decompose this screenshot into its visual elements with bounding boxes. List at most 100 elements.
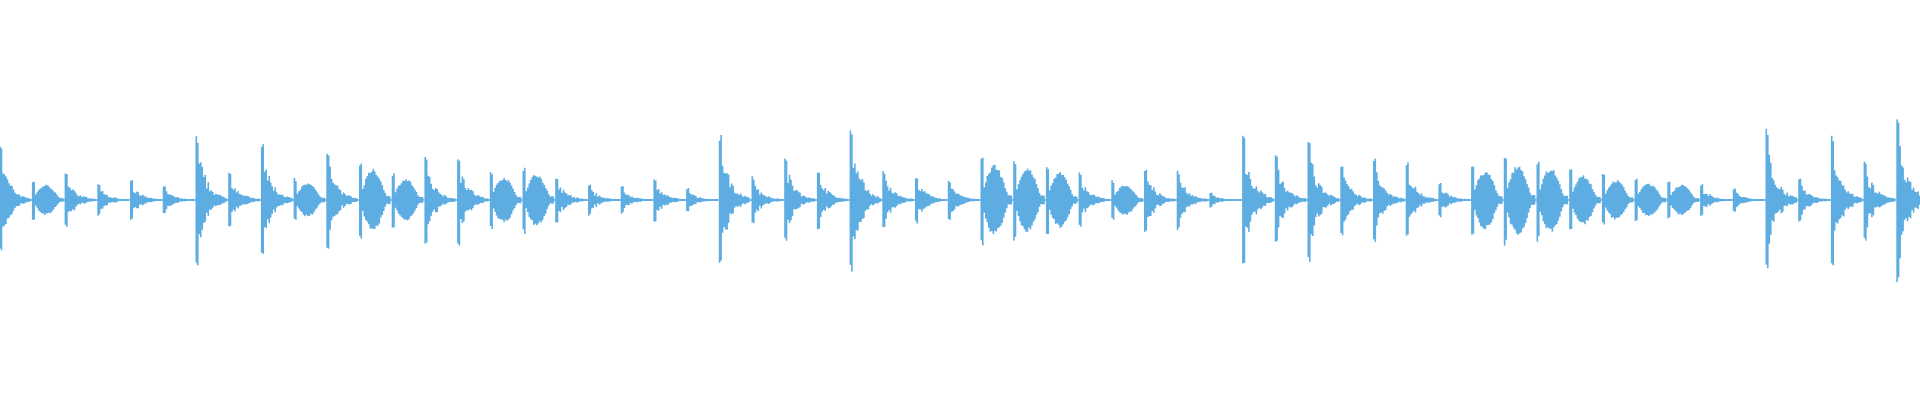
waveform-event-46 bbox=[1503, 157, 1536, 246]
waveform-bars bbox=[620, 186, 653, 214]
waveform-bars bbox=[1798, 178, 1830, 222]
waveform-bars bbox=[686, 188, 718, 212]
waveform-bars bbox=[391, 173, 424, 228]
waveform-event-35 bbox=[1144, 169, 1176, 232]
waveform-event-41 bbox=[1340, 166, 1372, 236]
waveform-bars bbox=[980, 157, 1013, 246]
waveform-event-34 bbox=[1111, 180, 1143, 220]
waveform-event-54 bbox=[1765, 128, 1798, 269]
waveform-bars bbox=[1144, 169, 1176, 232]
waveform-bars bbox=[31, 181, 64, 220]
waveform-event-17 bbox=[555, 178, 587, 223]
waveform-bars bbox=[588, 184, 620, 216]
waveform-bars bbox=[653, 179, 685, 222]
waveform-bars bbox=[1503, 157, 1536, 246]
waveform-event-57 bbox=[1863, 161, 1896, 241]
waveform-bars bbox=[915, 178, 947, 224]
waveform-event-14 bbox=[457, 159, 489, 246]
waveform-bars bbox=[1078, 172, 1111, 227]
waveform-event-31 bbox=[1013, 161, 1045, 241]
waveform-bars bbox=[1274, 155, 1307, 242]
waveform-bars bbox=[1045, 167, 1078, 234]
waveform-bars bbox=[718, 135, 751, 263]
waveform-bars bbox=[326, 153, 358, 249]
waveform-event-47 bbox=[1536, 161, 1569, 242]
waveform-event-42 bbox=[1373, 158, 1405, 242]
waveform-bars bbox=[1830, 135, 1863, 266]
waveform-event-26 bbox=[849, 130, 882, 272]
waveform-event-29 bbox=[947, 180, 980, 220]
waveform-bars bbox=[849, 130, 882, 272]
waveform-event-44 bbox=[1438, 183, 1470, 218]
waveform-event-24 bbox=[784, 158, 816, 241]
waveform-event-39 bbox=[1274, 155, 1307, 242]
waveform-event-13 bbox=[424, 157, 456, 244]
waveform-bars bbox=[195, 136, 228, 266]
waveform-bars bbox=[816, 172, 849, 230]
waveform-event-25 bbox=[816, 172, 849, 230]
waveform-event-58 bbox=[1896, 119, 1920, 283]
waveform-event-30 bbox=[980, 157, 1013, 246]
waveform-bars bbox=[228, 172, 260, 227]
waveform-event-7 bbox=[228, 172, 260, 227]
waveform-bars bbox=[489, 172, 522, 229]
waveform-bars bbox=[1896, 119, 1920, 283]
waveform-bars bbox=[555, 178, 587, 223]
waveform-bars bbox=[1700, 184, 1732, 216]
waveform-bars bbox=[130, 180, 162, 220]
waveform-event-20 bbox=[653, 179, 685, 222]
waveform-event-5 bbox=[162, 186, 195, 214]
waveform-bars bbox=[1438, 183, 1470, 218]
waveform-event-15 bbox=[489, 172, 522, 229]
waveform-bars bbox=[882, 171, 914, 228]
waveform-bars bbox=[359, 163, 391, 239]
waveform-bars bbox=[1569, 169, 1601, 230]
waveform-event-49 bbox=[1601, 174, 1634, 225]
waveform-event-53 bbox=[1732, 188, 1765, 212]
waveform-event-2 bbox=[64, 173, 97, 227]
waveform-bars bbox=[1176, 170, 1209, 230]
waveform-event-52 bbox=[1700, 184, 1732, 216]
waveform-event-48 bbox=[1569, 169, 1601, 230]
waveform-event-37 bbox=[1209, 192, 1241, 208]
waveform-event-23 bbox=[751, 176, 784, 224]
waveform-bars bbox=[1634, 178, 1667, 221]
waveform-bars bbox=[293, 178, 326, 220]
waveform-event-40 bbox=[1307, 142, 1340, 262]
waveform-bars bbox=[751, 176, 784, 224]
waveform-bars bbox=[457, 159, 489, 246]
waveform-bars bbox=[1667, 181, 1699, 219]
waveform-event-50 bbox=[1634, 178, 1667, 221]
waveform-event-27 bbox=[882, 171, 914, 228]
waveform-bars bbox=[947, 180, 980, 220]
waveform-event-9 bbox=[293, 178, 326, 220]
waveform-bars bbox=[1536, 161, 1569, 242]
waveform-event-22 bbox=[718, 135, 751, 263]
waveform-bars bbox=[1307, 142, 1340, 262]
waveform-bars bbox=[424, 157, 456, 244]
waveform-bars bbox=[162, 186, 195, 214]
waveform-bars bbox=[522, 167, 555, 234]
waveform-event-19 bbox=[620, 186, 653, 214]
waveform-bars bbox=[1732, 188, 1765, 212]
waveform-event-16 bbox=[522, 167, 555, 234]
waveform-bars bbox=[1765, 128, 1798, 269]
waveform-bars bbox=[1471, 166, 1503, 235]
waveform-event-10 bbox=[326, 153, 358, 249]
waveform-bars bbox=[260, 144, 293, 254]
waveform-event-45 bbox=[1471, 166, 1503, 235]
waveform-event-38 bbox=[1242, 135, 1274, 264]
waveform-bars bbox=[97, 184, 129, 216]
waveform-event-18 bbox=[588, 184, 620, 216]
waveform-bars bbox=[0, 146, 31, 251]
waveform-bars bbox=[784, 158, 816, 241]
waveform-bars bbox=[1601, 174, 1634, 225]
waveform-event-55 bbox=[1798, 178, 1830, 222]
waveform-event-36 bbox=[1176, 170, 1209, 230]
waveform-bars bbox=[1405, 162, 1438, 236]
waveform-bars bbox=[64, 173, 97, 227]
waveform-bars bbox=[1340, 166, 1372, 236]
waveform-bars bbox=[1013, 161, 1045, 241]
waveform-event-21 bbox=[686, 188, 718, 212]
